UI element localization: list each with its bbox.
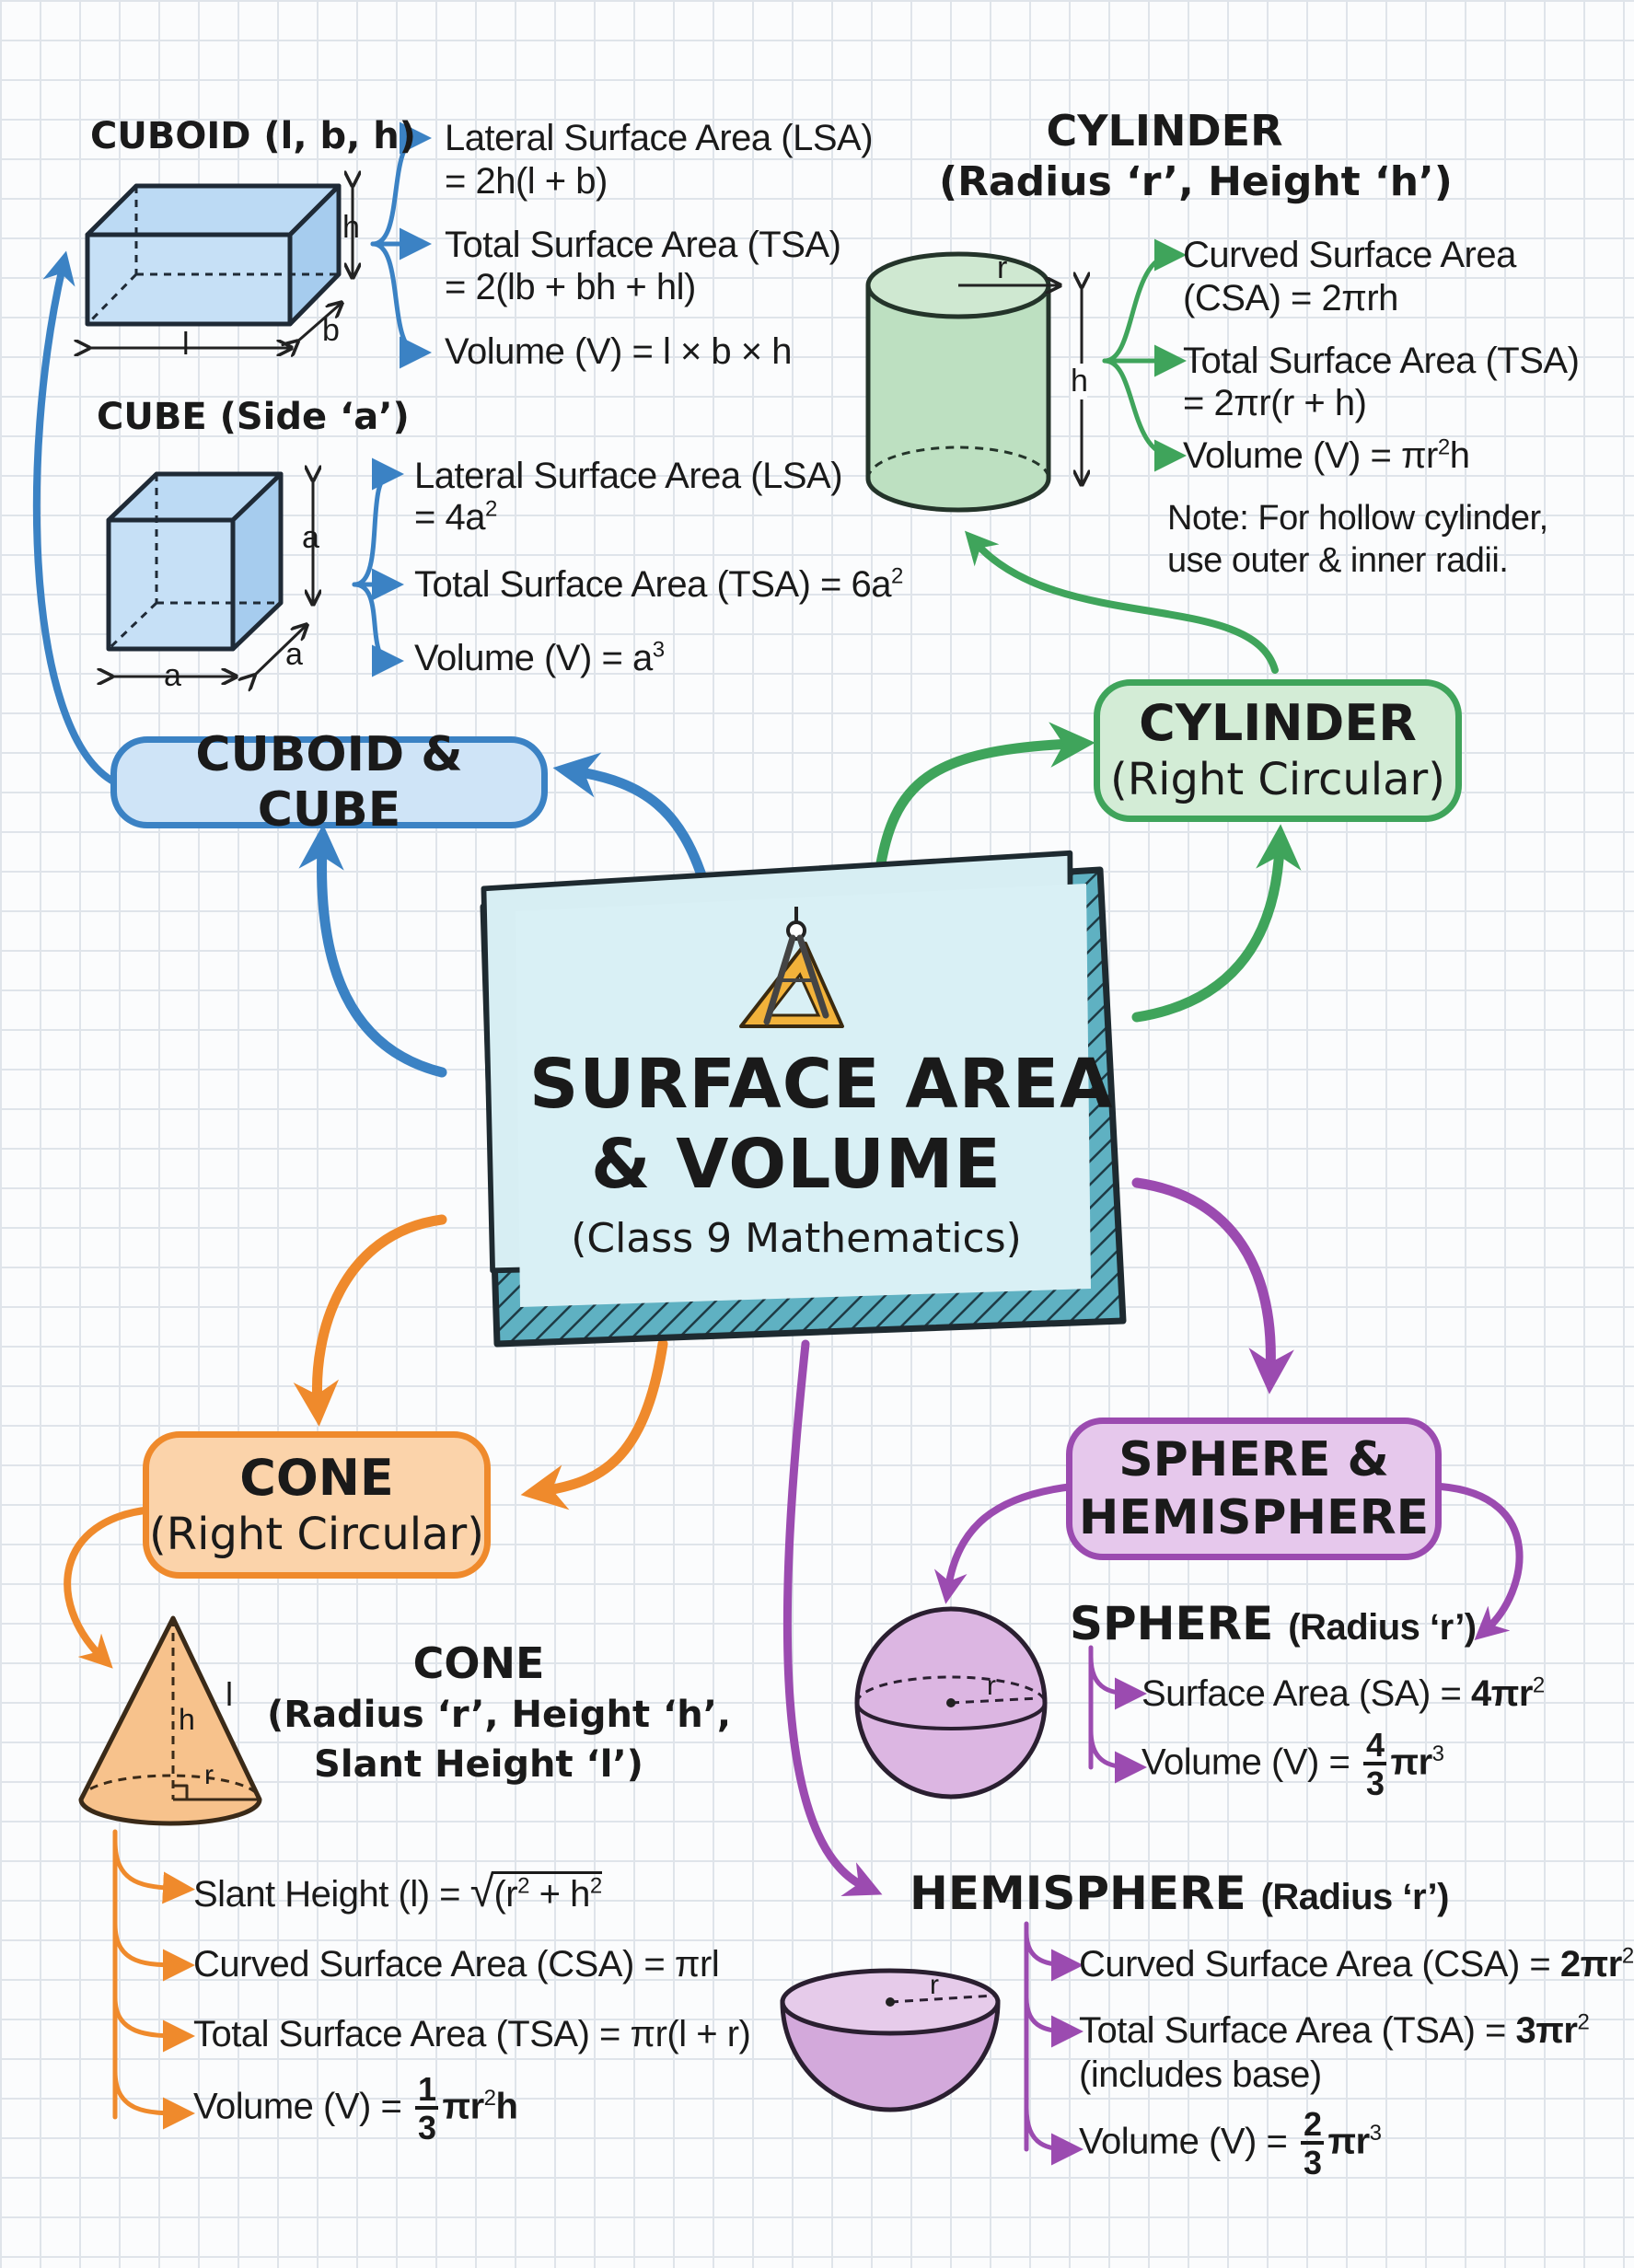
sphere-dim-r: r: [987, 1671, 996, 1701]
cube-dim-a-vertical: a: [302, 520, 319, 555]
cone-dim-l: l: [226, 1675, 233, 1713]
node-cone-line2: (Right Circular): [149, 1508, 484, 1560]
node-sphere-line2: HEMISPHERE: [1078, 1489, 1430, 1545]
center-subtitle: (Class 9 Mathematics): [571, 1215, 1022, 1262]
cylinder-tsa-line1: Total Surface Area (TSA): [1183, 341, 1580, 381]
arrow-cone-to-detail: [64, 1506, 156, 1669]
formula-brackets: [112, 122, 1187, 2166]
cone-csa: Curved Surface Area (CSA) = πrl: [193, 1944, 720, 1984]
arrow-center-to-cuboid-lower: [298, 824, 447, 1078]
center-title-line2: & VOLUME: [591, 1125, 1002, 1204]
hemisphere-dim-r: r: [930, 1970, 939, 2000]
arrow-center-to-cone-left: [293, 1214, 447, 1427]
sphere-drawing: [854, 1606, 1048, 1799]
cone-slant: Slant Height (l) = √(r2 + h2: [193, 1868, 602, 1916]
arrow-center-to-cuboid-upper: [552, 752, 710, 889]
cube-lsa-line1: Lateral Surface Area (LSA): [414, 456, 843, 496]
arrow-cuboid-to-detail: [32, 250, 119, 786]
cylinder-heading-line2: (Radius ‘r’, Height ‘h’): [939, 158, 1453, 205]
hemisphere-tsa-note: (includes base): [1079, 2054, 1322, 2095]
center-title-line1: SURFACE AREA: [529, 1045, 1114, 1124]
cylinder-csa-line1: Curved Surface Area: [1183, 235, 1516, 275]
cube-dim-a-bottom: a: [164, 658, 181, 693]
arrow-cylinder-to-detail: [964, 530, 1279, 674]
cone-dim-r: r: [204, 1760, 214, 1790]
hemisphere-heading: HEMISPHERE (Radius ‘r’): [910, 1867, 1449, 1920]
cuboid-drawing: [87, 184, 353, 348]
cuboid-tsa-line1: Total Surface Area (TSA): [445, 225, 841, 265]
cube-heading: CUBE (Side ‘a’): [97, 396, 410, 438]
node-sphere-line1: SPHERE &: [1118, 1432, 1389, 1488]
node-cuboid-cube[interactable]: CUBOID & CUBE: [110, 727, 548, 838]
cylinder-heading-line1: CYLINDER: [1046, 106, 1283, 156]
cuboid-dim-h: h: [342, 210, 360, 245]
connector-arrows: [32, 250, 1524, 1896]
cylinder-tsa-line2: = 2πr(r + h): [1183, 383, 1367, 423]
hemisphere-tsa: Total Surface Area (TSA) = 3πr2: [1079, 2009, 1590, 2051]
cube-lsa-line2: = 4a2: [414, 496, 497, 538]
arrow-center-to-cone-right: [520, 1338, 668, 1510]
arrow-sphere-node-to-sphere-right: [1437, 1483, 1524, 1640]
node-cylinder-line1: CYLINDER: [1139, 694, 1417, 753]
diagram-canvas: [32, 122, 1524, 2166]
arrow-sphere-node-to-sphere-left: [933, 1483, 1076, 1604]
cylinder-note-line2: use outer & inner radii.: [1167, 541, 1509, 580]
cylinder-csa-line2: (CSA) = 2πrh: [1183, 278, 1398, 318]
cone-dim-h: h: [179, 1703, 195, 1736]
arrow-center-to-cylinder-lower: [1131, 824, 1302, 1023]
cuboid-dim-l: l: [182, 327, 190, 362]
cylinder-note-line1: Note: For hollow cylinder,: [1167, 499, 1548, 538]
cube-tsa: Total Surface Area (TSA) = 6a2: [414, 563, 903, 605]
cylinder-drawing: [865, 251, 1082, 513]
cylinder-dim-r: r: [997, 250, 1007, 285]
compass-set-square-icon: [739, 907, 844, 1028]
hemisphere-drawing: [780, 1968, 1001, 2112]
cone-heading-line1: CONE: [412, 1638, 545, 1688]
cone-heading-line2: (Radius ‘r’, Height ‘h’,: [267, 1694, 732, 1736]
hemisphere-csa: Curved Surface Area (CSA) = 2πr2: [1079, 1943, 1634, 1984]
cylinder-volume: Volume (V) = πr2h: [1183, 434, 1470, 476]
arrow-center-to-sphere: [1131, 1177, 1294, 1394]
cuboid-heading: CUBOID (l, b, h): [90, 115, 416, 157]
node-cylinder[interactable]: CYLINDER (Right Circular): [1094, 679, 1462, 822]
node-cone-line1: CONE: [239, 1448, 394, 1507]
sphere-sa: Surface Area (SA) = 4πr2: [1141, 1672, 1545, 1714]
arrow-center-to-hemisphere: [782, 1339, 883, 1896]
sqrt-icon: √: [469, 1868, 494, 1916]
cone-heading-line3: Slant Height ‘l’): [314, 1743, 643, 1786]
node-cuboid-cube-label: CUBOID & CUBE: [195, 727, 463, 838]
cone-tsa: Total Surface Area (TSA) = πr(l + r): [193, 2014, 751, 2054]
node-sphere-hemisphere[interactable]: SPHERE & HEMISPHERE: [1066, 1418, 1442, 1560]
node-cone[interactable]: CONE (Right Circular): [143, 1431, 491, 1579]
center-frame: [480, 850, 1127, 1348]
cube-volume: Volume (V) = a3: [414, 637, 665, 678]
cube-dim-a-depth: a: [285, 637, 303, 672]
sphere-heading: SPHERE (Radius ‘r’): [1070, 1597, 1477, 1650]
cuboid-tsa-line2: = 2(lb + bh + hl): [445, 267, 696, 307]
cuboid-dim-b: b: [322, 313, 340, 348]
cuboid-lsa-line1: Lateral Surface Area (LSA): [445, 118, 874, 158]
node-cylinder-line2: (Right Circular): [1110, 754, 1445, 806]
arrow-center-to-cylinder-upper: [874, 722, 1095, 880]
cylinder-dim-h: h: [1071, 364, 1088, 399]
cube-drawing: [109, 474, 313, 677]
cuboid-lsa-line2: = 2h(l + b): [445, 161, 608, 202]
cone-drawing: [78, 1615, 262, 1826]
cuboid-volume: Volume (V) = l × b × h: [445, 331, 793, 372]
